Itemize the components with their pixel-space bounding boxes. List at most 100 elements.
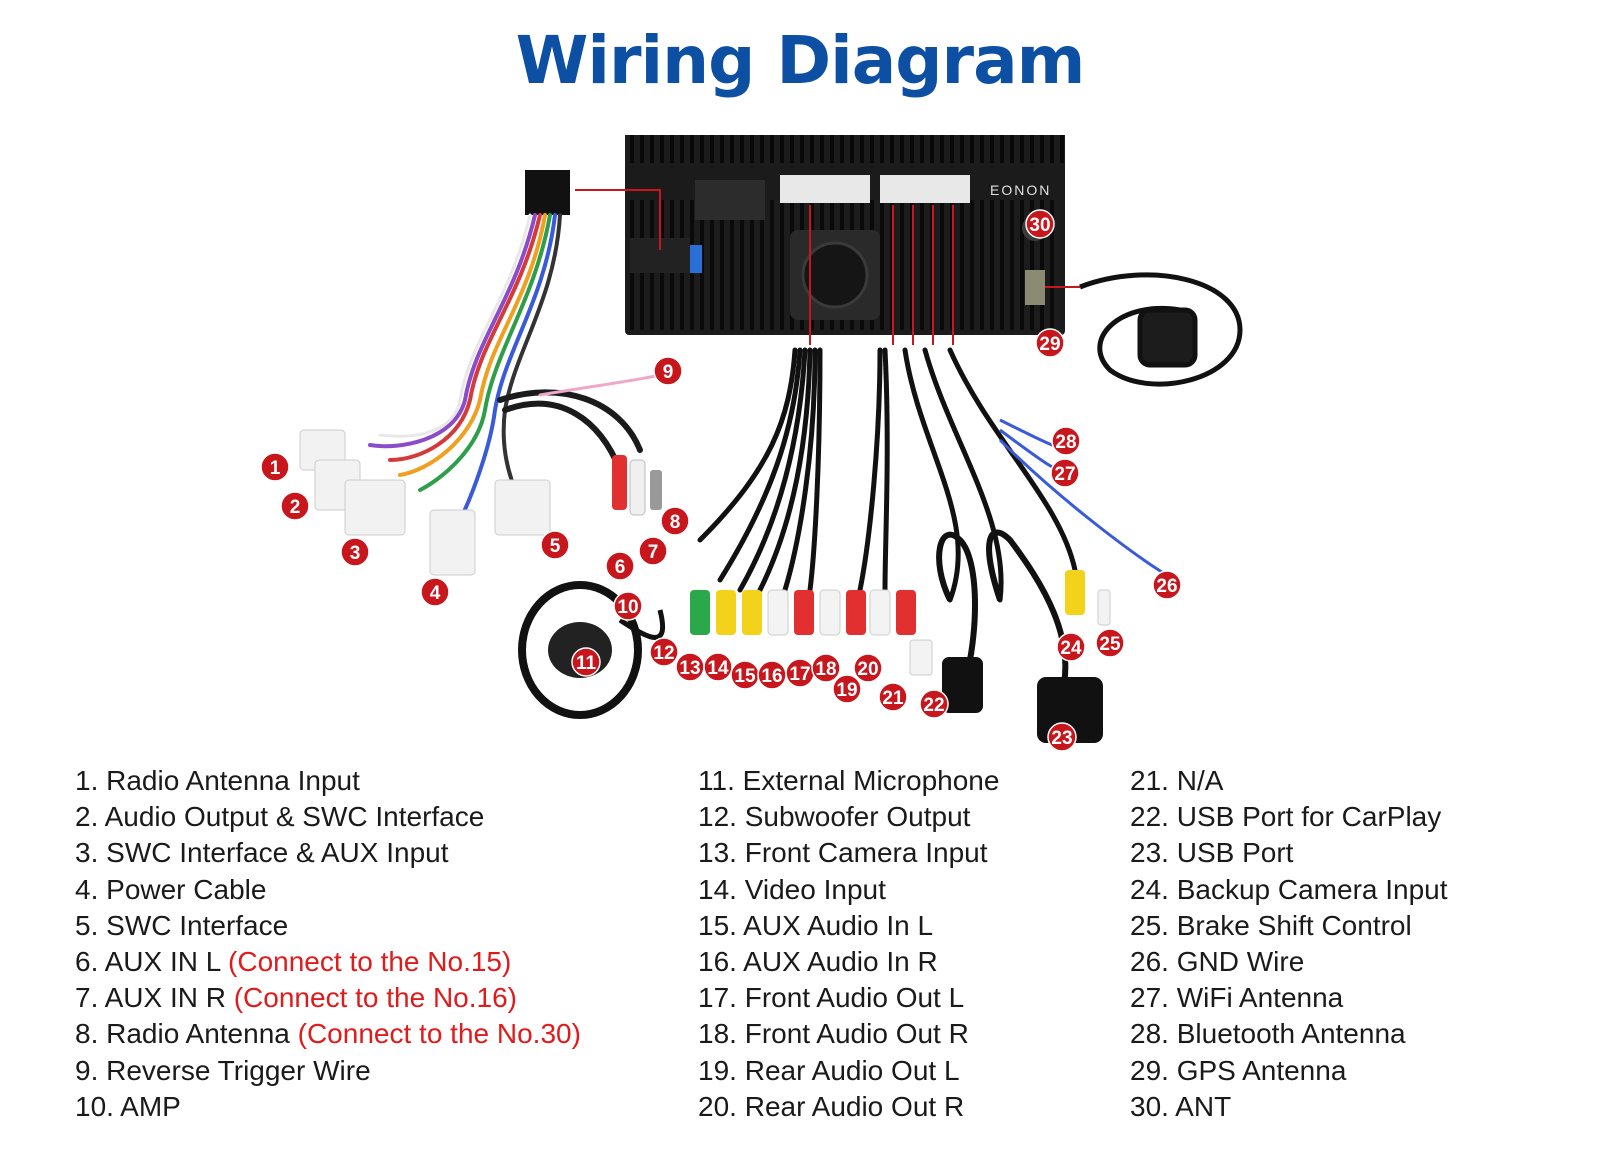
legend-item-22: 22. USB Port for CarPlay <box>1130 801 1442 833</box>
badge-number: 30 <box>1029 215 1050 236</box>
legend-item-15: 15. AUX Audio In L <box>698 909 934 941</box>
legend-item-9: 9. Reverse Trigger Wire <box>75 1054 371 1086</box>
badge-number: 8 <box>670 512 681 533</box>
legend-item-8: 8. Radio Antenna (Connect to the No.30) <box>75 1018 581 1050</box>
legend-note: (Connect to the No.15) <box>228 946 512 978</box>
badge-25: 25 <box>1095 628 1125 658</box>
badge-11: 11 <box>571 647 601 677</box>
head-unit: EONON <box>625 135 1065 335</box>
badge-26: 26 <box>1152 570 1182 600</box>
legend-item-3: 3. SWC Interface & AUX Input <box>75 837 449 869</box>
legend-item-24: 24. Backup Camera Input <box>1130 873 1448 905</box>
legend-item-27: 27. WiFi Antenna <box>1130 982 1344 1014</box>
badge-number: 4 <box>430 583 441 604</box>
badge-4: 4 <box>420 577 450 607</box>
badge-number: 16 <box>761 666 782 687</box>
badge-number: 18 <box>815 659 836 680</box>
legend-item-4: 4. Power Cable <box>75 873 267 905</box>
legend-item-28: 28. Bluetooth Antenna <box>1130 1018 1406 1050</box>
badge-number: 9 <box>663 362 674 383</box>
badge-number: 17 <box>789 664 810 685</box>
badge-number: 6 <box>615 557 626 578</box>
legend-item-18: 18. Front Audio Out R <box>698 1018 969 1050</box>
legend-item-30: 30. ANT <box>1130 1090 1232 1122</box>
badge-number: 22 <box>923 695 944 716</box>
badge-number: 12 <box>653 643 674 664</box>
legend-item-11: 11. External Microphone <box>698 765 1000 796</box>
rca-bundle <box>690 347 1111 676</box>
page-title: Wiring Diagram <box>515 22 1086 99</box>
badge-number: 23 <box>1051 728 1072 749</box>
badge-29: 29 <box>1035 328 1065 358</box>
badge-8: 8 <box>660 506 690 536</box>
legend-item-7: 7. AUX IN R (Connect to the No.16) <box>75 982 518 1014</box>
badge-number: 10 <box>617 597 638 618</box>
badge-30: 30 <box>1025 209 1055 239</box>
legend-item-29: 29. GPS Antenna <box>1130 1054 1347 1086</box>
badge-18: 18 <box>811 653 841 683</box>
legend-item-21: 21. N/A <box>1130 765 1224 796</box>
badge-number: 13 <box>679 658 700 679</box>
power-harness <box>299 170 677 576</box>
legend-item-12: 12. Subwoofer Output <box>698 801 971 833</box>
badge-24: 24 <box>1056 632 1086 662</box>
badge-number: 26 <box>1156 576 1177 597</box>
badge-1: 1 <box>260 452 290 482</box>
badge-5: 5 <box>540 530 570 560</box>
legend-item-14: 14. Video Input <box>698 873 886 905</box>
badge-20: 20 <box>853 653 883 683</box>
brand-logo: EONON <box>990 182 1051 198</box>
legend-item-2: 2. Audio Output & SWC Interface <box>75 801 485 833</box>
badge-28: 28 <box>1051 426 1081 456</box>
legend-column-3: 21. N/A 22. USB Port for CarPlay 23. USB… <box>1130 763 1448 1125</box>
badge-number: 20 <box>857 659 878 680</box>
badge-9: 9 <box>653 356 683 386</box>
badge-13: 13 <box>675 652 705 682</box>
legend-item-26: 26. GND Wire <box>1130 946 1305 978</box>
legend-note: (Connect to the No.16) <box>233 982 518 1014</box>
badge-7: 7 <box>638 536 668 566</box>
legend-item-19: 19. Rear Audio Out L <box>698 1054 960 1086</box>
badge-6: 6 <box>605 551 635 581</box>
badge-number: 19 <box>836 680 857 701</box>
badge-17: 17 <box>785 658 815 688</box>
badge-15: 15 <box>730 660 760 690</box>
badge-12: 12 <box>649 637 679 667</box>
badge-22: 22 <box>919 689 949 719</box>
badge-number: 2 <box>290 497 301 518</box>
legend-note: (Connect to the No.30) <box>297 1018 581 1050</box>
badge-number: 25 <box>1099 634 1121 655</box>
legend-item-17: 17. Front Audio Out L <box>698 982 965 1014</box>
legend-item-10: 10. AMP <box>75 1090 181 1122</box>
legend-item-6: 6. AUX IN L (Connect to the No.15) <box>75 946 512 978</box>
badge-number: 7 <box>648 542 659 563</box>
badge-number: 24 <box>1060 638 1082 659</box>
badge-number: 21 <box>882 688 904 709</box>
badge-number: 3 <box>350 543 361 564</box>
badge-number: 14 <box>707 658 729 679</box>
badge-number: 11 <box>576 653 597 674</box>
badge-number: 27 <box>1054 464 1075 485</box>
badge-number: 1 <box>270 458 281 479</box>
badge-number: 29 <box>1039 334 1060 355</box>
badge-27: 27 <box>1050 458 1080 488</box>
badge-16: 16 <box>757 660 787 690</box>
leader-lines <box>575 189 1080 345</box>
badge-2: 2 <box>280 491 310 521</box>
badge-3: 3 <box>340 537 370 567</box>
badge-10: 10 <box>613 591 643 621</box>
wiring-diagram: EONON <box>260 135 1243 752</box>
badge-21: 21 <box>878 682 908 712</box>
legend-item-1: 1. Radio Antenna Input <box>75 765 360 796</box>
legend-column-2: 11. External Microphone 12. Subwoofer Ou… <box>698 763 999 1125</box>
badge-14: 14 <box>703 652 733 682</box>
badge-23: 23 <box>1047 722 1077 752</box>
legend-column-1: 1. Radio Antenna Input 2. Audio Output &… <box>75 763 581 1125</box>
legend-item-25: 25. Brake Shift Control <box>1130 909 1412 941</box>
legend-item-20: 20. Rear Audio Out R <box>698 1090 965 1122</box>
badge-number: 28 <box>1055 432 1076 453</box>
legend-item-5: 5. SWC Interface <box>75 909 289 941</box>
badge-19: 19 <box>832 674 862 704</box>
legend-item-13: 13. Front Camera Input <box>698 837 988 869</box>
